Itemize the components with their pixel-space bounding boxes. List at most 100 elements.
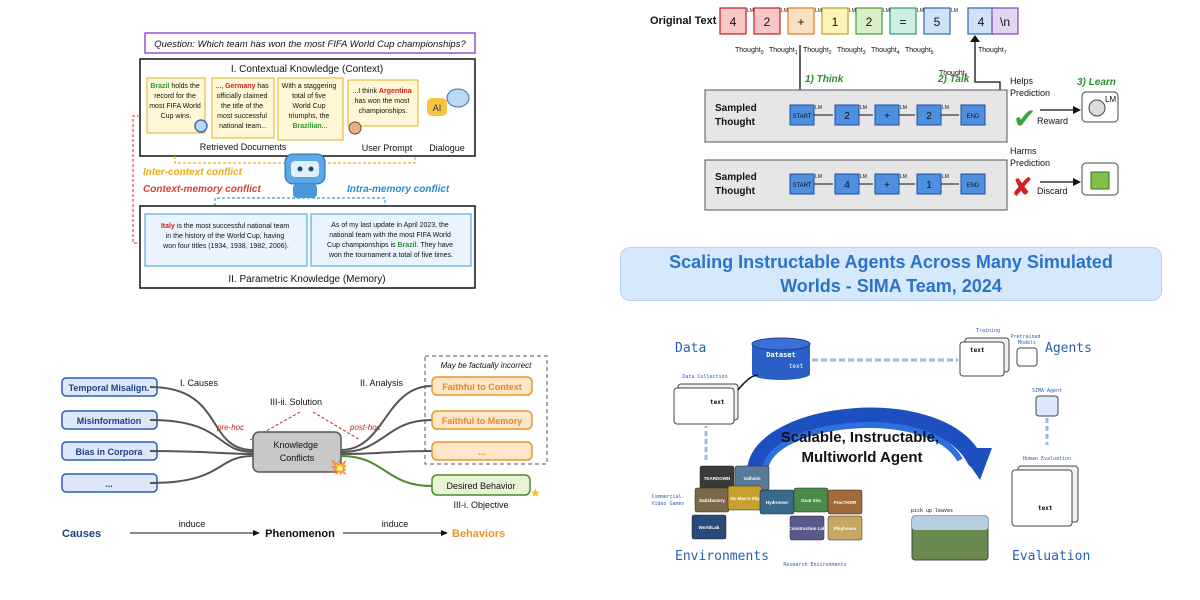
commercial-label: Commercial Video Games xyxy=(651,494,684,507)
prompt-l1: Argentina xyxy=(379,88,412,95)
doc-card-2 xyxy=(211,77,275,139)
cause-label: Bias in Corpora xyxy=(75,447,143,457)
thought-sub: 7 xyxy=(1004,50,1007,56)
doc2-l5: most successful xyxy=(217,113,267,120)
thought-sub: 0 xyxy=(761,50,764,56)
prompt-text: ...I think Argentina has won the most ch… xyxy=(352,88,413,115)
data-collection-text: text xyxy=(710,399,725,406)
user-avatar-icon xyxy=(348,121,362,135)
lm-robot-face-icon xyxy=(1088,99,1106,117)
knowledge-conflicts-label: Knowledge Conflicts xyxy=(273,440,320,463)
game-tile-label: ProcTHOR xyxy=(834,500,858,505)
doc3-l3: triumphs, the xyxy=(289,113,330,120)
flow-causes: Causes xyxy=(62,528,101,540)
thought-token-lm: LM xyxy=(900,105,907,111)
flow-arrow-1-head xyxy=(253,530,260,536)
scalable-arc xyxy=(747,407,983,478)
pretrained-label: Pretrained Models xyxy=(1010,334,1043,346)
doc2-l0: ..., xyxy=(215,83,225,90)
token-box xyxy=(719,7,747,35)
behavior-curve-3 xyxy=(340,450,433,455)
token-text: 2 xyxy=(764,15,771,29)
knowledge-conflicts-box xyxy=(252,431,342,473)
thought-label: Thought4 xyxy=(871,47,900,56)
talk-arrow-head xyxy=(970,35,980,42)
thought-token-text: + xyxy=(884,180,890,191)
agent-card xyxy=(959,341,1005,377)
behavior-box xyxy=(431,410,533,430)
thought-word: Thought xyxy=(871,47,897,54)
context-memory-diagram: Question: Which team has won the most FI… xyxy=(132,32,476,289)
harms-l1: Prediction xyxy=(1010,158,1050,168)
doc1-l1: holds the xyxy=(169,83,199,90)
paper-title-banner: Scaling Instructable Agents Across Many … xyxy=(620,247,1162,301)
post-hoc-label: post-hoc xyxy=(349,423,381,432)
sima-agent-icon xyxy=(1035,395,1059,417)
thought-sub: 1 xyxy=(795,50,798,56)
thought-word: Thought xyxy=(735,47,761,54)
behavior-box xyxy=(431,376,533,396)
dialogue-label: Dialogue xyxy=(429,143,465,153)
original-text-label: Original Text xyxy=(650,15,717,27)
prompt-l3: championships. xyxy=(359,108,408,115)
behavior-box xyxy=(431,441,533,461)
commercial-l0: Commercial xyxy=(651,494,681,500)
token-lm-label: LM xyxy=(849,8,856,14)
thought-token-text: END xyxy=(967,183,980,189)
question-box xyxy=(144,32,476,54)
arc-label: Scalable, Instructable, Multiworld Agent xyxy=(781,429,944,466)
game-tile xyxy=(827,489,863,515)
thought-token-box xyxy=(960,104,986,126)
doc1-l4: Cup wins. xyxy=(161,113,192,120)
thought-label: Thought3 xyxy=(837,47,866,56)
doc1-l2: record for the xyxy=(154,93,196,100)
game-tile xyxy=(789,515,825,541)
causes-title: I. Causes xyxy=(180,378,219,388)
st2-l1: Thought xyxy=(715,186,756,197)
data-collection-label: Data Collection xyxy=(682,374,727,380)
thought-word: Thought xyxy=(803,47,829,54)
arc-l0: Scalable, Instructable, xyxy=(781,429,939,446)
eval-scene-sky xyxy=(912,516,988,530)
evaluation-label: Evaluation xyxy=(1012,549,1090,564)
commercial-l1: Video Games xyxy=(651,501,684,507)
collection-to-dataset-arrow xyxy=(737,374,759,391)
thought-label: Thought7 xyxy=(978,47,1007,56)
kc-l1: Conflicts xyxy=(280,453,315,463)
token-text: 4 xyxy=(730,15,737,29)
dataset-label: Dataset xyxy=(766,351,796,359)
cross-icon: ✘ xyxy=(1011,172,1033,202)
pick-up-label: pick up leaves xyxy=(911,508,953,514)
token-text: 5 xyxy=(934,15,941,29)
thought-label: Thought2 xyxy=(803,47,832,56)
intra-memory-line xyxy=(214,197,386,206)
st1-l0: Sampled xyxy=(715,103,757,114)
cause-curve-2 xyxy=(149,419,254,453)
pretrained-l0: Pretrained xyxy=(1010,334,1040,340)
thought-sub: 5 xyxy=(931,50,934,56)
game-tile xyxy=(827,515,863,541)
thought-word: Thought xyxy=(905,47,931,54)
mem1-l1: is the most successful national team xyxy=(175,223,290,230)
thought-token-lm: LM xyxy=(942,105,949,111)
mem2-l4: . They have xyxy=(417,242,454,249)
doc3-text: With a staggering total of five World Cu… xyxy=(282,83,338,130)
token-box xyxy=(991,7,1019,35)
mem2-l5: won the tournament a total of five times… xyxy=(328,252,453,259)
scalable-arc-head xyxy=(958,448,992,480)
game-tile-label: Hydroneer xyxy=(766,500,789,505)
token-box xyxy=(787,7,815,35)
eval-card-text: text xyxy=(1038,505,1053,512)
research-env-label: Research Environments xyxy=(783,562,846,568)
thought-token-text: START xyxy=(792,183,811,189)
thought-label: Thought0 xyxy=(735,47,764,56)
token-text: 1 xyxy=(832,15,839,29)
ai-bubble-label: AI xyxy=(433,103,442,113)
causes-title-prefix: I. Causes xyxy=(180,378,219,388)
token-lm-label: LM xyxy=(747,8,754,14)
